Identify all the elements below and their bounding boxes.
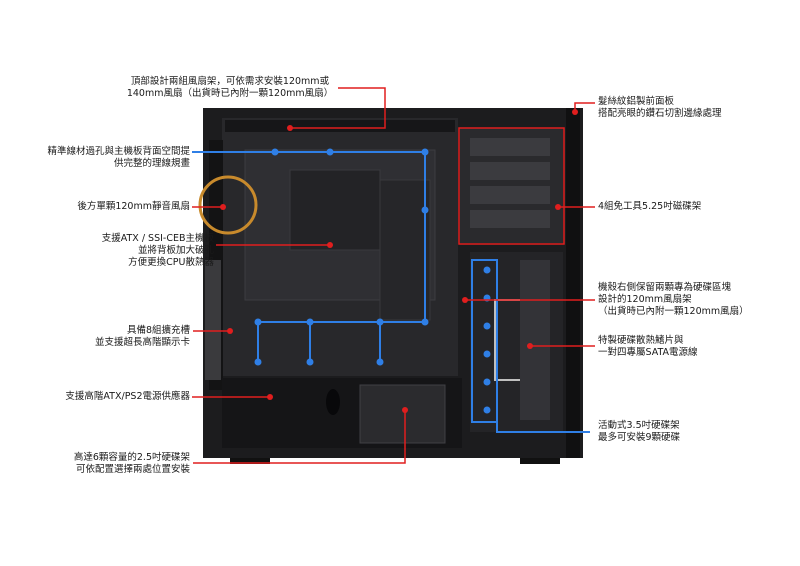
- rear-fan: [198, 175, 258, 235]
- foot-right: [520, 458, 560, 464]
- label-front: 髮絲紋鋁製前面板 搭配亮眼的鑽石切割邊緣處理: [598, 96, 798, 120]
- label-front-line2: 搭配亮眼的鑽石切割邊緣處理: [598, 108, 722, 119]
- psu-hole: [326, 389, 340, 415]
- label-slots-line1: 具備8組擴充槽: [126, 325, 190, 336]
- label-board-line3: 方便更換CPU散熱器: [128, 257, 214, 268]
- label-front-line1: 髮絲紋鋁製前面板: [598, 96, 675, 107]
- label-slots-line2: 並支援超長高階顯示卡: [94, 337, 190, 348]
- bay-highlight: [458, 127, 565, 245]
- label-slots: 具備8組擴充槽 並支援超長高階顯示卡: [0, 325, 190, 349]
- label-psu-line1: 支援高階ATX/PS2電源供應器: [65, 391, 190, 402]
- label-hdd-cage: 活動式3.5吋硬碟架 最多可安裝9顆硬碟: [598, 420, 798, 444]
- label-hdd-fan: 機殼右側保留兩顆專為硬碟區塊 設計的120mm風扇架 （出貨時已內附一顆120m…: [598, 282, 798, 318]
- front-panel: [566, 108, 580, 458]
- blue-markers: [254, 148, 491, 414]
- label-board-line2: 並將背板加大破孔: [137, 245, 214, 256]
- label-hdd-fan-line2: 設計的120mm風扇架: [598, 294, 692, 305]
- hdd-fins: [520, 260, 550, 420]
- cable-channel: [379, 179, 431, 321]
- bay-1: [470, 138, 550, 156]
- label-rear-fan-line1: 後方單顆120mm靜音風扇: [77, 201, 190, 212]
- label-top-fan-line1: 頂部設計兩組風扇架，可依需求安裝120mm或: [130, 76, 330, 87]
- bay-4: [470, 210, 550, 228]
- label-hdd-sata-line2: 一對四專屬SATA電源線: [598, 347, 698, 358]
- label-board: 支援ATX / SSI-CEB主機板 並將背板加大破孔 方便更換CPU散熱器: [0, 233, 214, 269]
- label-hdd-fan-line3: （出貨時已內附一顆120mm風扇）: [598, 306, 749, 317]
- cpu-cutout: [289, 169, 381, 251]
- label-top-fan-line2: 140mm風扇（出貨時已內附一顆120mm風扇）: [126, 88, 334, 99]
- label-cable-line2: 供完整的理線規畫: [113, 158, 190, 169]
- label-bays: 4組免工具5.25吋磁碟架: [598, 201, 798, 213]
- label-ssd-line1: 高達6顆容量的2.5吋硬碟架: [73, 452, 190, 463]
- label-rear-fan: 後方單顆120mm靜音風扇: [0, 201, 190, 213]
- label-cable-line1: 精準線材過孔與主機板背面空間提: [47, 146, 190, 157]
- label-ssd-line2: 可依配置選擇兩處位置安裝: [75, 464, 190, 475]
- foot-left: [230, 458, 270, 464]
- label-psu: 支援高階ATX/PS2電源供應器: [0, 391, 190, 403]
- pc-case: [198, 108, 583, 464]
- bay-3: [470, 186, 550, 204]
- ssd-cage-bottom: [359, 384, 446, 444]
- label-ssd: 高達6顆容量的2.5吋硬碟架 可依配置選擇兩處位置安裝: [0, 452, 190, 476]
- expansion-slots: [205, 260, 221, 380]
- label-top-fan: 頂部設計兩組風扇架，可依需求安裝120mm或 140mm風扇（出貨時已內附一顆1…: [120, 76, 340, 100]
- red-markers: [220, 109, 578, 413]
- label-hdd-sata: 特製硬碟散熱鰭片與 一對四專屬SATA電源線: [598, 335, 798, 359]
- label-hdd-cage-line1: 活動式3.5吋硬碟架: [598, 420, 680, 431]
- label-board-line1: 支援ATX / SSI-CEB主機板: [101, 233, 214, 244]
- label-bays-line1: 4組免工具5.25吋磁碟架: [598, 201, 702, 212]
- label-cable: 精準線材過孔與主機板背面空間提 供完整的理線規畫: [0, 146, 190, 170]
- label-hdd-sata-line1: 特製硬碟散熱鰭片與: [598, 335, 684, 346]
- bay-2: [470, 162, 550, 180]
- red-leaders: [192, 87, 595, 464]
- top-fan-mount: [225, 120, 455, 132]
- label-hdd-cage-line2: 最多可安裝9顆硬碟: [598, 432, 681, 443]
- label-hdd-fan-line1: 機殼右側保留兩顆專為硬碟區塊: [598, 282, 732, 293]
